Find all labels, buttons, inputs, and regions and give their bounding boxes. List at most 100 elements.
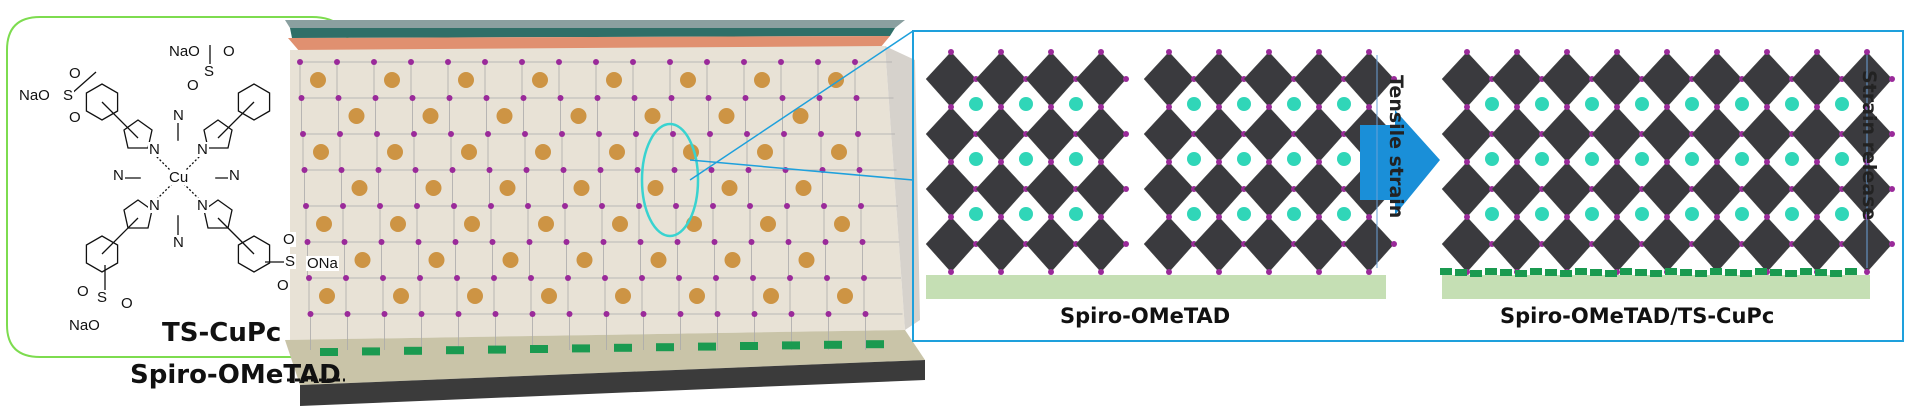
halide-atom <box>1166 214 1172 220</box>
cation-sphere <box>422 108 439 124</box>
halide-atom <box>1366 214 1372 220</box>
cation-sphere <box>650 252 667 268</box>
halide-atom <box>411 131 417 137</box>
cation-sphere <box>1019 97 1033 111</box>
octahedron <box>1491 106 1543 163</box>
halide-atom <box>825 311 832 317</box>
halide-atom <box>1391 76 1397 82</box>
halide-atom <box>668 95 675 101</box>
tscupc-molecule <box>1545 269 1557 276</box>
halide-atom <box>340 203 346 209</box>
tscupc-molecule <box>1725 269 1737 276</box>
halide-atom <box>630 59 636 65</box>
halide-atom <box>1366 269 1372 275</box>
halide-atom <box>1266 159 1272 165</box>
tscupc-molecule <box>1665 268 1677 275</box>
cation-sphere <box>792 108 809 124</box>
halide-atom <box>335 95 342 101</box>
octahedron <box>1691 216 1743 273</box>
halide-atom <box>563 239 570 245</box>
tscupc-molecule <box>1470 270 1482 277</box>
octahedron <box>1441 106 1493 163</box>
halide-atom <box>1564 104 1570 110</box>
tscupc-molecule <box>1815 269 1827 276</box>
cation-sphere <box>798 252 815 268</box>
cation-sphere <box>1337 152 1351 166</box>
halide-atom <box>859 239 866 245</box>
halide-atom <box>597 167 604 173</box>
halide-atom <box>451 203 457 209</box>
halide-atom <box>377 203 383 209</box>
cation-sphere <box>724 252 741 268</box>
halide-atom <box>1864 269 1870 275</box>
relaxed-lattice <box>1441 49 1895 275</box>
halide-atom <box>948 159 954 165</box>
pyrrole-ring <box>123 119 153 149</box>
zoom-line <box>689 30 914 181</box>
halide-atom <box>1514 49 1520 55</box>
halide-atom <box>1864 49 1870 55</box>
cation-sphere <box>1287 97 1301 111</box>
halide-atom <box>741 59 747 65</box>
halide-atom <box>745 167 752 173</box>
halide-atom <box>599 203 605 209</box>
halide-atom <box>998 269 1004 275</box>
halide-atom <box>1814 214 1820 220</box>
halide-atom <box>485 131 491 137</box>
octahedron <box>1541 216 1593 273</box>
halide-atom <box>344 311 351 317</box>
halide-atom <box>1166 104 1172 110</box>
tscupc-molecule <box>1455 269 1467 276</box>
halide-atom <box>445 59 451 65</box>
cation-sphere <box>570 108 587 124</box>
halide-atom <box>1614 214 1620 220</box>
tscupc-molecule <box>656 343 674 352</box>
halide-atom <box>1048 214 1054 220</box>
halide-atom <box>750 275 756 281</box>
highlight-ellipse <box>640 122 700 238</box>
atom-nitrogen: N <box>148 197 161 214</box>
halide-atom <box>1316 269 1322 275</box>
substrate-base <box>300 360 925 406</box>
cation-sphere <box>499 180 516 196</box>
halide-atom <box>560 167 567 173</box>
cation-sphere <box>795 180 812 196</box>
halide-atom <box>948 49 954 55</box>
cation-sphere <box>1535 97 1549 111</box>
cation-sphere <box>425 180 442 196</box>
octahedron <box>1791 51 1843 108</box>
cation-sphere <box>609 144 625 160</box>
halide-atom <box>816 95 823 101</box>
halide-atom <box>519 59 525 65</box>
halide-atom <box>603 311 610 317</box>
halide-atom <box>1266 104 1272 110</box>
benzene-ring <box>85 235 119 273</box>
octahedron <box>1591 51 1643 108</box>
halide-atom <box>593 59 599 65</box>
halide-atom <box>602 275 608 281</box>
halide-atom <box>341 239 348 245</box>
halide-atom <box>446 95 453 101</box>
cation-sphere <box>1287 207 1301 221</box>
cation-sphere <box>1585 97 1599 111</box>
cation-sphere <box>1835 152 1849 166</box>
halide-atom <box>1664 49 1670 55</box>
cation-sphere <box>1785 97 1799 111</box>
octahedron <box>975 161 1027 218</box>
atom-nao: NaO <box>68 317 101 334</box>
cation-sphere <box>1019 207 1033 221</box>
halide-atom <box>1814 49 1820 55</box>
bond <box>69 71 97 96</box>
halide-atom <box>787 275 793 281</box>
atom-sulfur: S <box>284 253 297 270</box>
halide-atom <box>381 311 388 317</box>
halide-atom <box>304 239 311 245</box>
atom-nitrogen: N <box>148 141 161 158</box>
halide-atom <box>1048 159 1054 165</box>
atom-nitrogen: N <box>172 234 185 251</box>
octahedron <box>925 106 977 163</box>
tscupc-molecule <box>404 346 422 355</box>
halide-atom <box>781 131 787 137</box>
cation-sphere <box>1069 97 1083 111</box>
halide-atom <box>489 239 496 245</box>
